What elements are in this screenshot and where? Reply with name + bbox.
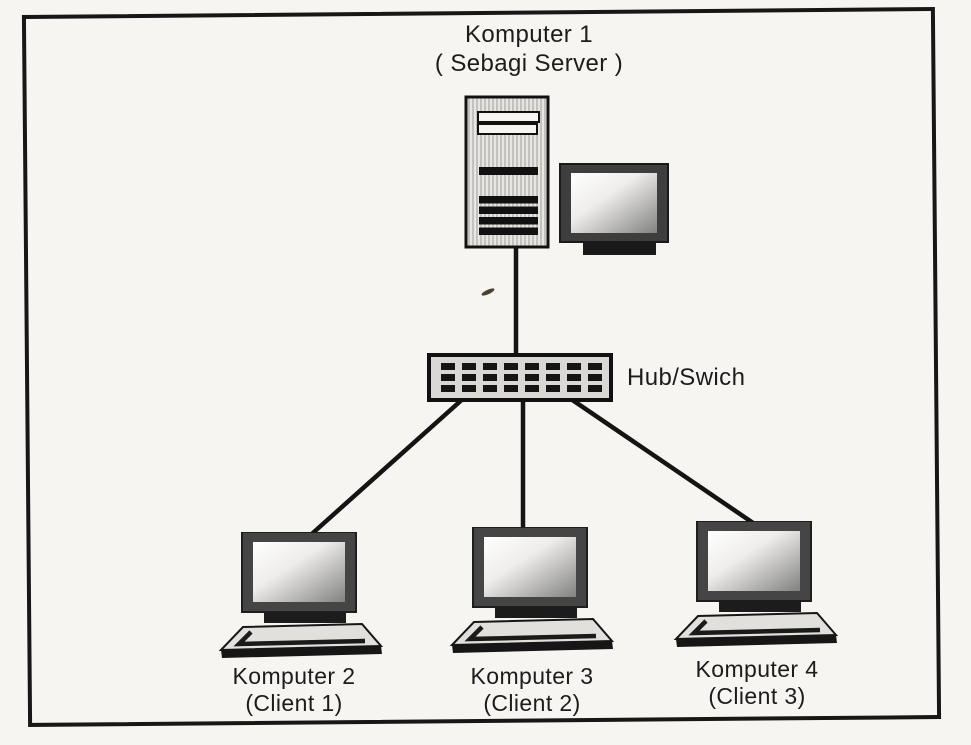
- server-drive-bay-2: [477, 123, 538, 135]
- hub-device: [427, 353, 613, 402]
- server-tower: [464, 95, 550, 249]
- client2-role: (Client 2): [483, 690, 581, 716]
- diagram-border-frame: [21, 7, 942, 727]
- client1-label: Komputer 2 (Client 1): [194, 663, 394, 717]
- client3-label: Komputer 4 (Client 3): [657, 656, 857, 710]
- server-drive-bay-1: [477, 111, 540, 123]
- server-monitor: [559, 163, 669, 255]
- client2-label: Komputer 3 (Client 2): [432, 663, 632, 717]
- client1-name: Komputer 2: [232, 663, 356, 689]
- hub-label: Hub/Swich: [627, 364, 746, 391]
- hub-ports-grid: [441, 363, 603, 393]
- link-hub-to-client1: [302, 394, 468, 543]
- client2-name: Komputer 3: [470, 663, 594, 689]
- client1-computer: [221, 532, 382, 658]
- client2-computer: [452, 527, 613, 653]
- server-monitor-stand: [583, 242, 656, 255]
- link-hub-to-client3: [565, 394, 765, 532]
- server-vents: [479, 167, 538, 235]
- server-label: Komputer 1 ( Sebagi Server ): [379, 20, 679, 78]
- server-monitor-screen: [571, 173, 657, 233]
- client3-name: Komputer 4: [695, 656, 819, 682]
- server-role: ( Sebagi Server ): [434, 50, 624, 77]
- network-links: [302, 241, 765, 543]
- scan-artifact-mark: [481, 288, 495, 296]
- client3-role: (Client 3): [708, 683, 806, 709]
- server-name: Komputer 1: [464, 21, 594, 48]
- client1-role: (Client 1): [245, 690, 343, 716]
- client3-computer: [676, 521, 837, 647]
